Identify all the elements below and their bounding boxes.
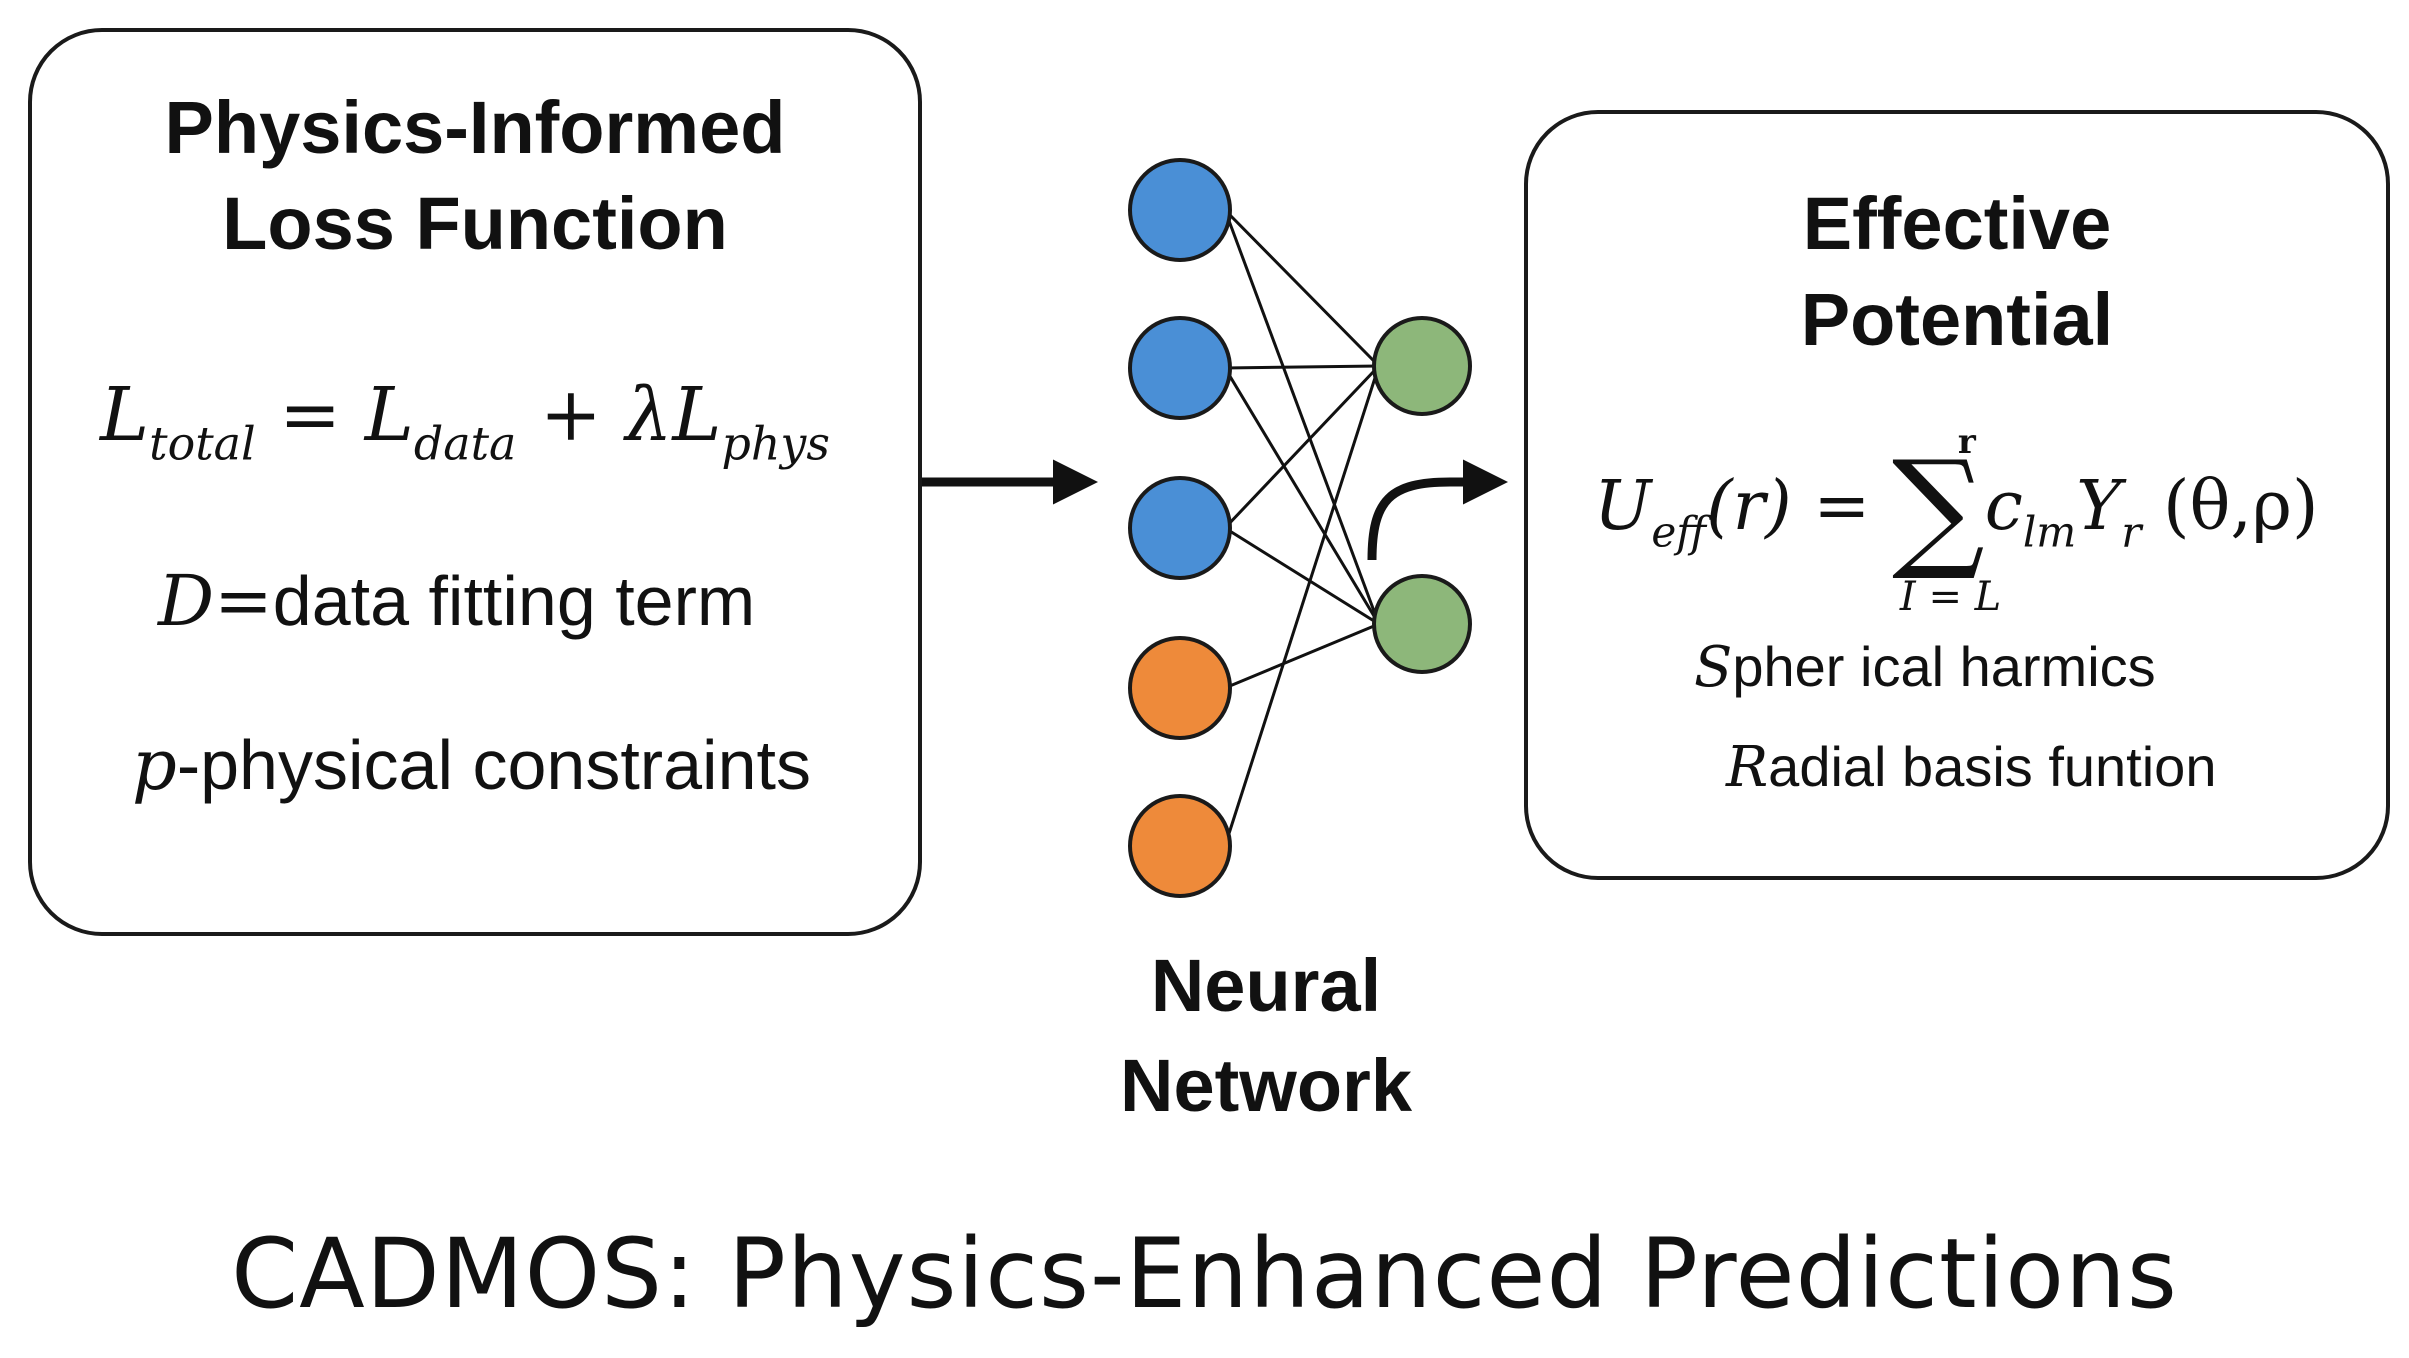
loss-subscript-total: total [149,416,256,471]
loss-symbol: L [100,372,150,458]
physical-term-text: -physical constraints [176,726,811,804]
summation: ∑r I = L [1891,422,2001,620]
network-caption-line2: Network [1120,1044,1412,1127]
potential-title-line1: Effective [1802,182,2112,265]
loss-formula: Ltotal = Ldata + λLphys [100,372,830,466]
lambda-symbol: λ [625,372,673,458]
network-edges [1223,208,1381,847]
potential-symbol: U [1594,467,1652,546]
network-edge [1224,622,1380,690]
radial-basis-label: Radial basis funtion [1726,734,2216,800]
potential-subscript-eff: eff [1651,507,1707,557]
radial-text: adial basis funtion [1768,735,2217,798]
network-edge [1223,365,1381,847]
network-edge [1223,367,1381,625]
network-nodes [1128,158,1472,898]
network-edge [1223,208,1380,368]
sigma-symbol: ∑ [1891,432,1985,584]
output-node [1372,574,1472,674]
figure-title: CADMOS: Physics-Enhanced Predictions [231,1218,2178,1330]
data-loss-symbol: L [364,372,414,458]
network-caption-line1: Neural [1150,944,1382,1027]
network-edge [1223,364,1380,530]
output-arrow [1367,459,1508,561]
data-term-text: data fitting term [272,562,756,640]
phys-loss-symbol: L [672,372,722,458]
input-node [1128,476,1232,580]
potential-title-line2: Potential [1800,278,2114,361]
spherical-text: pher ical harmics [1732,635,2156,698]
output-node [1372,316,1472,416]
harmonic-subscript: r [2121,507,2142,557]
data-term-description: D=data fitting term [158,560,755,642]
spherical-harmonics-label: Spher ical harmics [1694,634,2156,700]
network-edge [1224,364,1379,370]
radial-symbol: R [1726,735,1769,800]
input-node [1128,794,1232,898]
spherical-symbol: S [1694,635,1733,700]
sum-upper-limit: r [1957,422,1976,462]
loss-equals: = [255,372,365,458]
sum-lower-limit: I = L [1899,574,2002,620]
potential-panel-title: Effective Potential [1528,176,2386,368]
physical-term-symbol: p [132,724,177,806]
loss-title-line1: Physics-Informed [164,86,786,169]
input-node [1128,158,1232,262]
input-node [1128,316,1232,420]
loss-panel-title: Physics-Informed Loss Function [32,80,918,272]
harmonic-symbol: Y [2076,467,2122,546]
coefficient-symbol: c [1984,467,2023,546]
loss-subscript-phys: phys [721,416,830,471]
loss-subscript-data: data [413,416,517,471]
physical-term-description: p-physical constraints [132,724,811,806]
loss-title-line2: Loss Function [222,182,728,265]
network-edge [1223,209,1381,625]
coefficient-subscript: lm [2022,507,2077,557]
input-node [1128,636,1232,740]
data-term-equals: = [214,560,273,642]
data-term-symbol: D [158,560,215,642]
network-edge [1224,526,1380,626]
loss-function-panel: Physics-Informed Loss Function Ltotal = … [28,28,922,936]
potential-argument: (r) = [1706,467,1892,546]
angle-arguments: (θ,ρ) [2141,467,2319,546]
loss-plus: + [516,372,626,458]
